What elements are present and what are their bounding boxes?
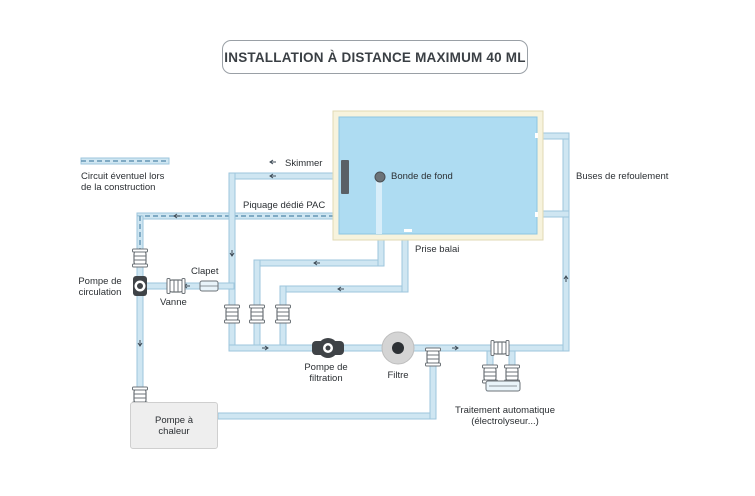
piquage-label: Piquage dédié PAC xyxy=(243,200,326,211)
filtration-pump-icon xyxy=(312,338,344,358)
skimmer-label: Skimmer xyxy=(285,158,323,169)
bonde-icon xyxy=(374,171,386,183)
vanne-label: Vanne xyxy=(160,297,187,308)
filtre-label: Filtre xyxy=(387,370,409,381)
bonde-label: Bonde de fond xyxy=(391,171,453,182)
flow-arrows xyxy=(137,159,569,351)
buse-icon xyxy=(535,133,538,138)
valve-icon xyxy=(490,339,510,357)
vanne-icon xyxy=(166,277,186,295)
circulation-pump-icon xyxy=(133,276,147,296)
valve-icon xyxy=(424,347,442,367)
skimmer-icon xyxy=(341,160,349,194)
buses-label: Buses de refoulement xyxy=(576,171,669,182)
clapet-label: Clapet xyxy=(191,266,219,277)
valve-icon xyxy=(274,304,292,324)
valve-icon xyxy=(131,248,149,268)
filter-icon xyxy=(381,331,415,365)
buse-icon xyxy=(535,212,538,217)
treatment-unit-icon xyxy=(481,364,521,392)
diagram-title: INSTALLATION À DISTANCE MAXIMUM 40 ML xyxy=(222,40,528,74)
optional-pac-circuit xyxy=(136,212,338,257)
prise-balai-label: Prise balai xyxy=(415,244,460,255)
prise-balai-icon xyxy=(404,229,412,232)
optional-circuit-legend xyxy=(80,157,170,165)
valve-icon xyxy=(223,304,241,324)
pool xyxy=(332,110,544,241)
clapet-icon xyxy=(199,280,219,292)
traitement-label: Traitement automatique(électrolyseur...) xyxy=(455,405,555,427)
valve-icon xyxy=(248,304,266,324)
